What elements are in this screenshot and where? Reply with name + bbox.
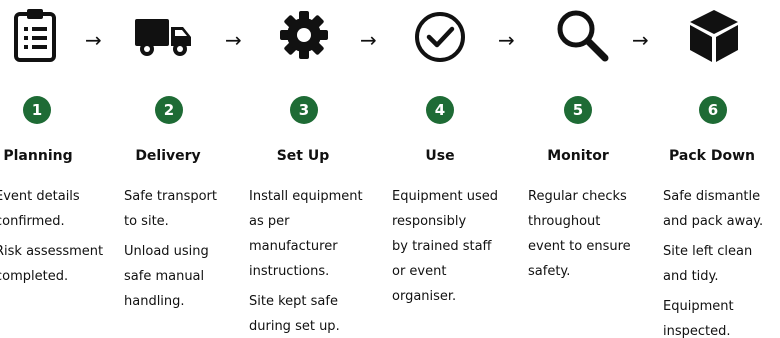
- step-title: Planning: [3, 148, 73, 164]
- step-description: Install equipment as per manufacturer instr…: [249, 184, 363, 338]
- truck-icon: [133, 5, 193, 65]
- description-line: and tidy.: [663, 269, 719, 284]
- step-number-badge: 5: [564, 96, 592, 124]
- description-line: throughout: [528, 214, 601, 229]
- step-number-badge: 6: [699, 96, 727, 124]
- gear-icon: [274, 5, 334, 65]
- description-paragraph: Site left clean and tidy.: [663, 239, 763, 289]
- description-line: completed.: [0, 269, 69, 284]
- description-paragraph: Equipment inspected.: [663, 294, 763, 338]
- description-line: and pack away.: [663, 214, 764, 229]
- step-description: Safe dismantle and pack away. Site left cl…: [663, 184, 763, 338]
- description-line: Equipment used: [392, 189, 498, 204]
- description-paragraph: Safe transport to site.: [124, 184, 217, 234]
- step-title: Set Up: [276, 148, 330, 164]
- description-line: Event details: [0, 189, 80, 204]
- description-line: confirmed.: [0, 214, 65, 229]
- description-paragraph: Safe dismantle and pack away.: [663, 184, 763, 234]
- step-title: Use: [425, 148, 455, 164]
- step-number-badge: 1: [23, 96, 51, 124]
- step-description: Safe transport to site. Unload using safe m…: [124, 184, 217, 319]
- description-line: handling.: [124, 294, 185, 309]
- check-circle-icon: [410, 5, 470, 65]
- clipboard-icon: [5, 5, 65, 65]
- magnifier-icon: [551, 5, 611, 65]
- arrow-4: →: [498, 28, 515, 52]
- step-number-badge: 4: [426, 96, 454, 124]
- arrow-3: →: [360, 28, 377, 52]
- description-paragraph: Regular checks throughout event to ensure s…: [528, 184, 631, 284]
- description-line: instructions.: [249, 264, 330, 279]
- arrow-2: →: [225, 28, 242, 52]
- description-line: event to ensure: [528, 239, 631, 254]
- description-line: by trained staff: [392, 239, 492, 254]
- description-line: Safe dismantle: [663, 189, 761, 204]
- step-title: Delivery: [135, 148, 201, 164]
- description-line: Risk assessment: [0, 244, 104, 259]
- description-line: Safe transport: [124, 189, 217, 204]
- description-line: Equipment: [663, 299, 734, 314]
- description-paragraph: Event details confirmed.: [0, 184, 103, 234]
- description-paragraph: Risk assessment completed.: [0, 239, 103, 289]
- arrow-1: →: [85, 28, 102, 52]
- step-title: Pack Down: [669, 148, 755, 164]
- description-line: inspected.: [663, 324, 731, 338]
- description-line: during set up.: [249, 319, 340, 334]
- step-description: Regular checks throughout event to ensure s…: [528, 184, 631, 289]
- description-line: to site.: [124, 214, 169, 229]
- step-number-badge: 3: [290, 96, 318, 124]
- description-line: Install equipment: [249, 189, 363, 204]
- description-line: Site left clean: [663, 244, 753, 259]
- description-paragraph: Unload using safe manual handling.: [124, 239, 217, 314]
- arrow-5: →: [632, 28, 649, 52]
- step-title: Monitor: [547, 148, 609, 164]
- description-line: Regular checks: [528, 189, 627, 204]
- step-description: Equipment used responsibly by trained staf…: [392, 184, 498, 314]
- box-icon: [684, 5, 744, 65]
- description-paragraph: Install equipment as per manufacturer instr…: [249, 184, 363, 284]
- description-line: responsibly: [392, 214, 467, 229]
- description-line: safety.: [528, 264, 571, 279]
- description-line: Unload using: [124, 244, 209, 259]
- description-paragraph: Site kept safe during set up.: [249, 289, 363, 338]
- description-paragraph: Equipment used responsibly by trained staf…: [392, 184, 498, 309]
- description-line: safe manual: [124, 269, 205, 284]
- step-description: Event details confirmed. Risk assessment co…: [0, 184, 103, 294]
- step-number-badge: 2: [155, 96, 183, 124]
- description-line: as per: [249, 214, 290, 229]
- description-line: Site kept safe: [249, 294, 338, 309]
- description-line: organiser.: [392, 289, 457, 304]
- description-line: manufacturer: [249, 239, 338, 254]
- description-line: or event: [392, 264, 447, 279]
